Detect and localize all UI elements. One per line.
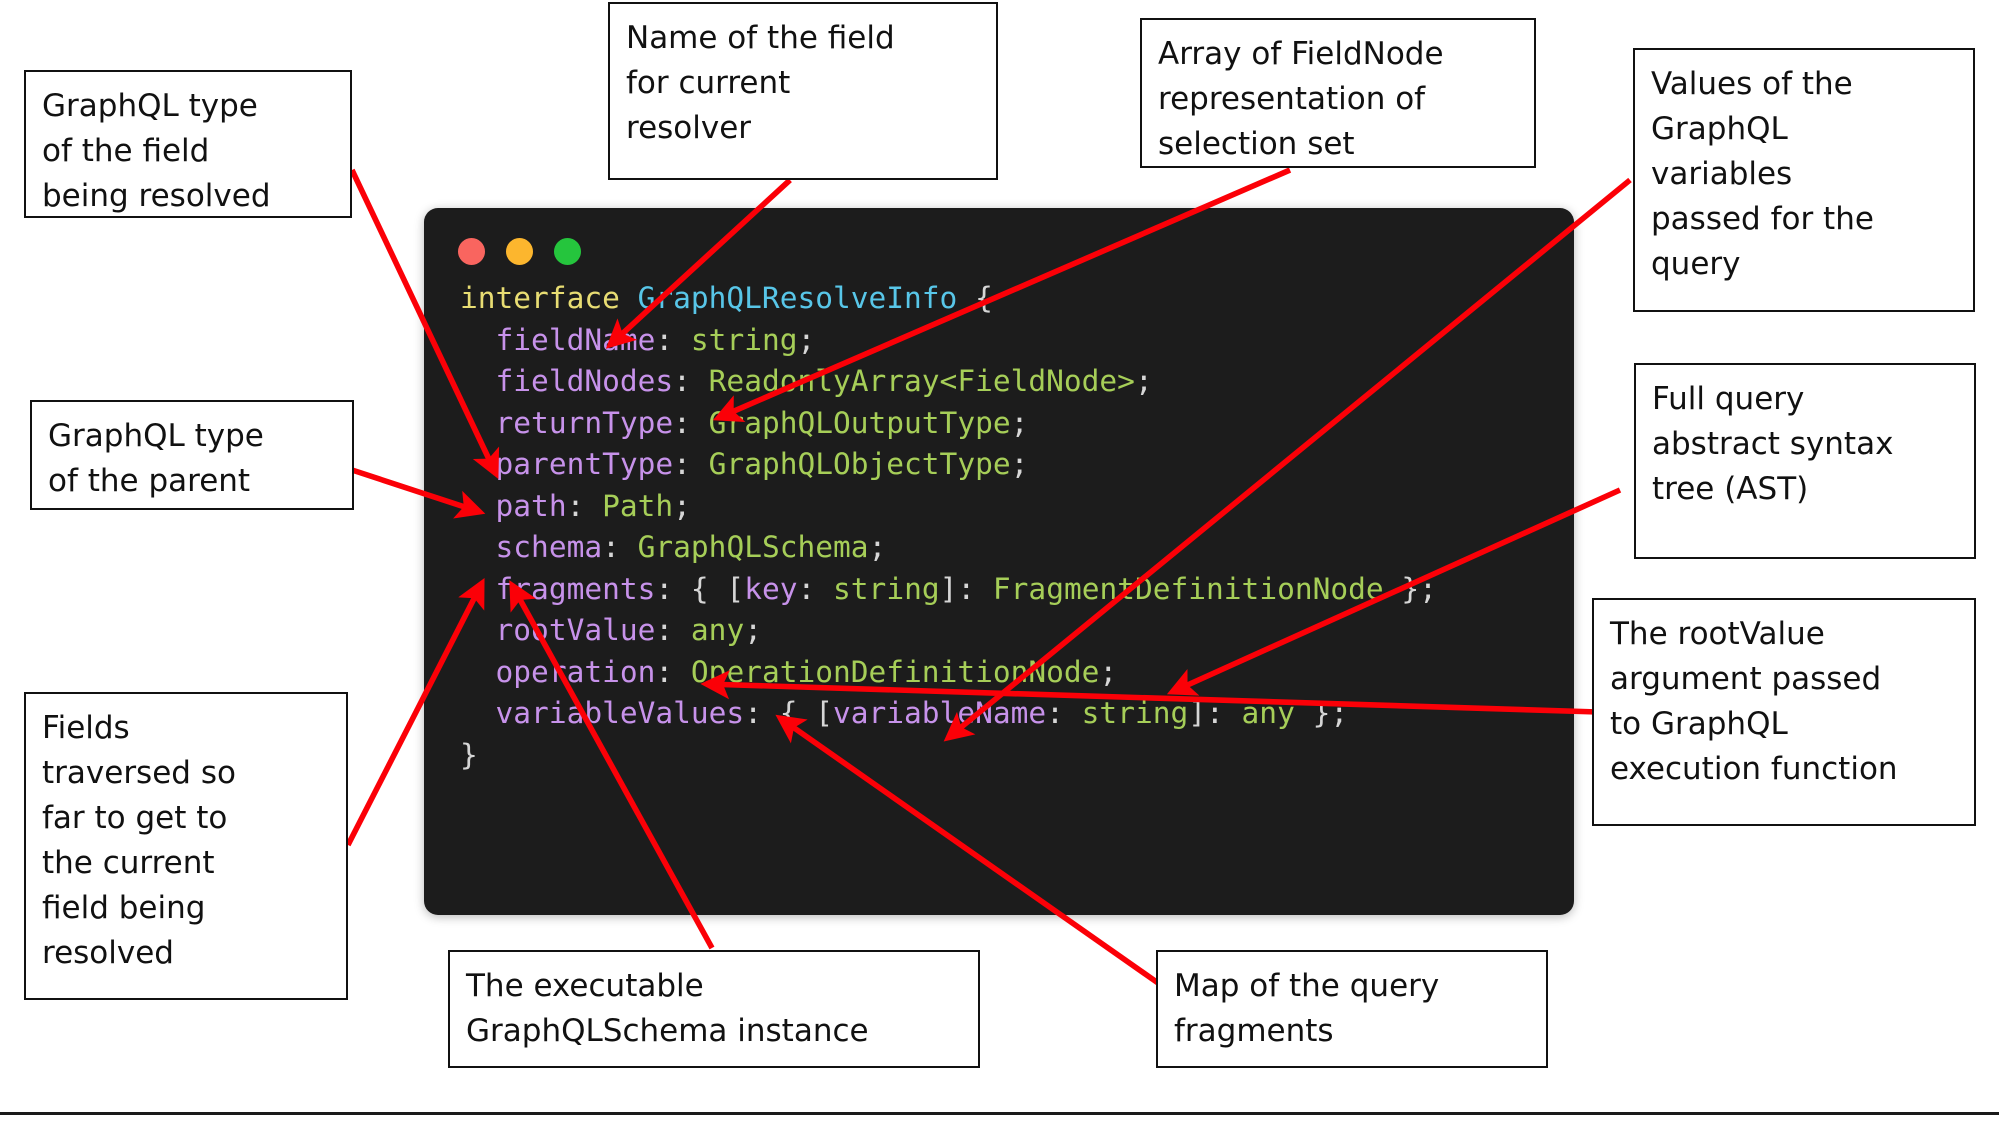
code-token: path <box>495 488 567 523</box>
callout-path: Fields traversed so far to get to the cu… <box>24 692 348 1000</box>
callout-fragments: Map of the query fragments <box>1156 950 1548 1068</box>
code-token <box>460 696 496 730</box>
code-token: fieldNodes <box>495 364 674 398</box>
callout-return-type: GraphQL type of the field being resolved <box>24 70 352 218</box>
code-token: parentType <box>495 447 674 481</box>
code-token: any <box>1241 696 1295 730</box>
code-token: any <box>690 613 745 647</box>
code-line: } <box>460 735 1564 777</box>
minimize-button-icon[interactable] <box>506 238 533 265</box>
close-button-icon[interactable] <box>458 238 485 265</box>
code-line: rootValue: any; <box>460 610 1564 652</box>
code-token: } <box>460 737 478 772</box>
code-token: }; <box>1383 571 1437 606</box>
code-token <box>460 406 496 440</box>
code-line: parentType: GraphQLObjectType; <box>460 444 1564 486</box>
code-token <box>460 655 496 689</box>
code-token: : <box>1046 696 1082 730</box>
code-token <box>460 613 496 647</box>
code-token: string <box>690 322 798 357</box>
callout-variable-values: Values of the GraphQL variables passed f… <box>1633 48 1975 312</box>
code-token: ; <box>1134 364 1153 398</box>
code-token: GraphQLObjectType <box>708 447 1011 481</box>
code-token: : { [ <box>744 696 833 730</box>
code-token: key <box>744 571 798 606</box>
code-token: ; <box>797 322 816 357</box>
code-token: : <box>655 654 691 689</box>
code-token: interface <box>460 281 638 315</box>
code-token <box>460 364 496 398</box>
code-token: : <box>655 322 691 357</box>
code-token: ]: <box>1188 696 1242 730</box>
code-line: operation: OperationDefinitionNode; <box>460 652 1564 694</box>
code-line: interface GraphQLResolveInfo { <box>460 278 1564 320</box>
window-titlebar <box>424 208 1574 280</box>
code-token: GraphQLOutputType <box>708 405 1011 440</box>
code-token: : <box>673 364 709 398</box>
code-token: Path <box>602 488 674 523</box>
code-token: fragments <box>495 571 656 606</box>
callout-schema: The executable GraphQLSchema instance <box>448 950 980 1068</box>
code-token: : <box>673 405 709 440</box>
code-token: variableValues <box>495 696 745 730</box>
code-token: ReadonlyArray<FieldNode> <box>708 364 1135 398</box>
traffic-lights <box>458 238 581 265</box>
code-token: operation <box>495 654 656 689</box>
callout-field-name: Name of the field for current resolver <box>608 2 998 180</box>
code-token: ; <box>1010 405 1029 440</box>
code-token: ; <box>1010 447 1029 481</box>
callout-operation: Full query abstract syntax tree (AST) <box>1634 363 1976 559</box>
callout-parent-type: GraphQL type of the parent <box>30 400 354 510</box>
code-token <box>460 530 496 564</box>
code-line: fieldName: string; <box>460 320 1564 362</box>
code-token <box>460 447 496 481</box>
code-token: string <box>833 571 940 606</box>
code-token: ]: <box>939 571 993 606</box>
code-token: : <box>655 613 691 647</box>
code-window: interface GraphQLResolveInfo { fieldName… <box>424 208 1574 915</box>
code-token: }; <box>1294 696 1349 730</box>
code-token: : { [ <box>655 571 745 606</box>
callout-field-nodes: Array of FieldNode representation of sel… <box>1140 18 1536 168</box>
code-token <box>460 323 496 357</box>
code-token: GraphQLResolveInfo <box>637 281 958 315</box>
code-line: path: Path; <box>460 486 1564 528</box>
maximize-button-icon[interactable] <box>554 238 581 265</box>
code-line: variableValues: { [variableName: string]… <box>460 693 1564 735</box>
code-token: ; <box>673 488 691 523</box>
code-token <box>460 489 496 523</box>
code-token: variableName <box>833 696 1047 730</box>
code-token: : <box>566 488 603 523</box>
callout-root-value: The rootValue argument passed to GraphQL… <box>1592 598 1976 826</box>
code-token: OperationDefinitionNode <box>690 654 1100 689</box>
code-token: rootValue <box>495 613 656 647</box>
code-token: ; <box>868 530 887 564</box>
code-token <box>460 572 496 606</box>
code-token: returnType <box>495 405 674 440</box>
code-token: ; <box>744 613 762 647</box>
code-token: ; <box>1099 654 1118 689</box>
code-line: fragments: { [key: string]: FragmentDefi… <box>460 569 1564 611</box>
code-token: { <box>957 281 993 315</box>
bottom-divider <box>0 1112 1999 1115</box>
code-token: fieldName <box>495 322 656 357</box>
code-token: string <box>1081 696 1189 730</box>
code-line: fieldNodes: ReadonlyArray<FieldNode>; <box>460 361 1564 403</box>
code-token: : <box>602 530 638 564</box>
code-line: schema: GraphQLSchema; <box>460 527 1564 569</box>
code-token: FragmentDefinitionNode <box>992 571 1384 606</box>
code-line: returnType: GraphQLOutputType; <box>460 403 1564 445</box>
code-token: GraphQLSchema <box>637 530 869 564</box>
code-token: : <box>797 571 834 606</box>
code-token: : <box>673 447 709 481</box>
code-block: interface GraphQLResolveInfo { fieldName… <box>460 278 1564 776</box>
code-token: schema <box>495 530 603 564</box>
